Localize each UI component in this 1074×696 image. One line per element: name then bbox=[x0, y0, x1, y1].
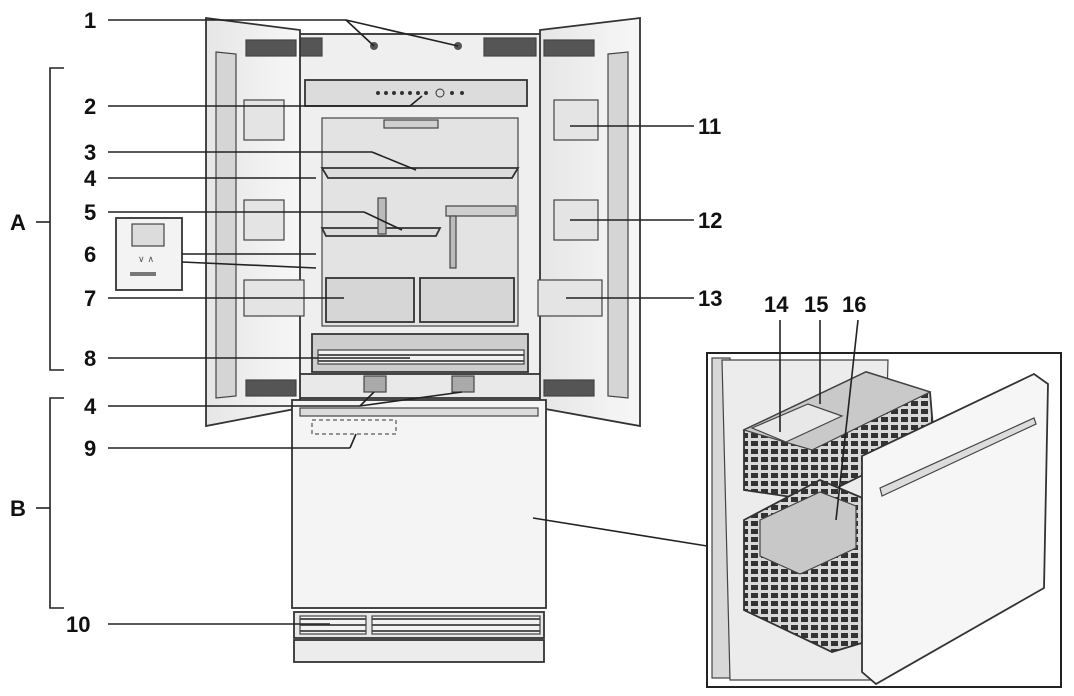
label-4-upper: 4 bbox=[84, 166, 97, 191]
label-13: 13 bbox=[698, 286, 722, 311]
crisper-drawer-right bbox=[419, 277, 515, 323]
label-11: 11 bbox=[698, 114, 721, 139]
ice-tray bbox=[750, 403, 844, 443]
refrigerator bbox=[269, 33, 547, 399]
freezer-inset bbox=[532, 352, 1062, 688]
leader-lines bbox=[108, 19, 859, 625]
label-4-lower: 4 bbox=[84, 394, 97, 419]
label-6: 6 bbox=[84, 242, 96, 267]
label-2: 2 bbox=[84, 94, 96, 119]
label-8: 8 bbox=[84, 346, 96, 371]
label-7: 7 bbox=[84, 286, 96, 311]
label-5: 5 bbox=[84, 200, 96, 225]
label-9: 9 bbox=[84, 436, 96, 461]
label-14: 14 bbox=[764, 292, 789, 317]
callout-labels: 1 2 3 4 5 6 7 8 4 9 10 11 12 13 14 15 16… bbox=[10, 8, 866, 637]
right-door bbox=[537, 16, 641, 428]
label-10: 10 bbox=[66, 612, 90, 637]
label-15: 15 bbox=[804, 292, 828, 317]
label-1: 1 bbox=[84, 8, 96, 33]
label-16: 16 bbox=[842, 292, 866, 317]
shelf-3 bbox=[320, 167, 520, 179]
label-group-a: A bbox=[10, 210, 26, 235]
svg-text:∨ ∧: ∨ ∧ bbox=[138, 255, 154, 265]
group-bracket-b bbox=[36, 397, 64, 609]
inset-drawer-front bbox=[861, 372, 1049, 686]
label-group-b: B bbox=[10, 496, 26, 521]
label-3: 3 bbox=[84, 140, 96, 165]
freezer-drawer bbox=[291, 399, 547, 609]
crisper-drawer-left bbox=[325, 277, 415, 323]
group-bracket-a bbox=[36, 67, 64, 371]
control-display-detail: ∨ ∧ bbox=[115, 217, 183, 291]
base-grille bbox=[293, 611, 545, 663]
freezer-handle bbox=[299, 407, 539, 417]
label-12: 12 bbox=[698, 208, 722, 233]
left-door bbox=[205, 16, 305, 428]
